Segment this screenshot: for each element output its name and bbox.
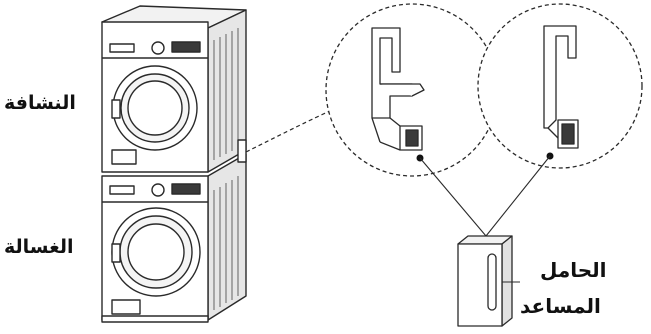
appliance-stack [102,6,246,322]
washer-label: الغسالة [4,236,74,258]
washer-unit [102,154,246,322]
dryer-unit [102,6,246,172]
junction-bracket [238,140,246,162]
auxiliary-bracket-label-line2: المساعد [520,294,601,318]
auxiliary-bracket-label-line1: الحامل [540,258,607,282]
detail-circle-right [478,4,642,168]
auxiliary-bracket-part [458,236,520,326]
dryer-label: النشافة [4,92,76,114]
callout-connector [246,110,332,152]
detail-circle-left [326,4,498,176]
